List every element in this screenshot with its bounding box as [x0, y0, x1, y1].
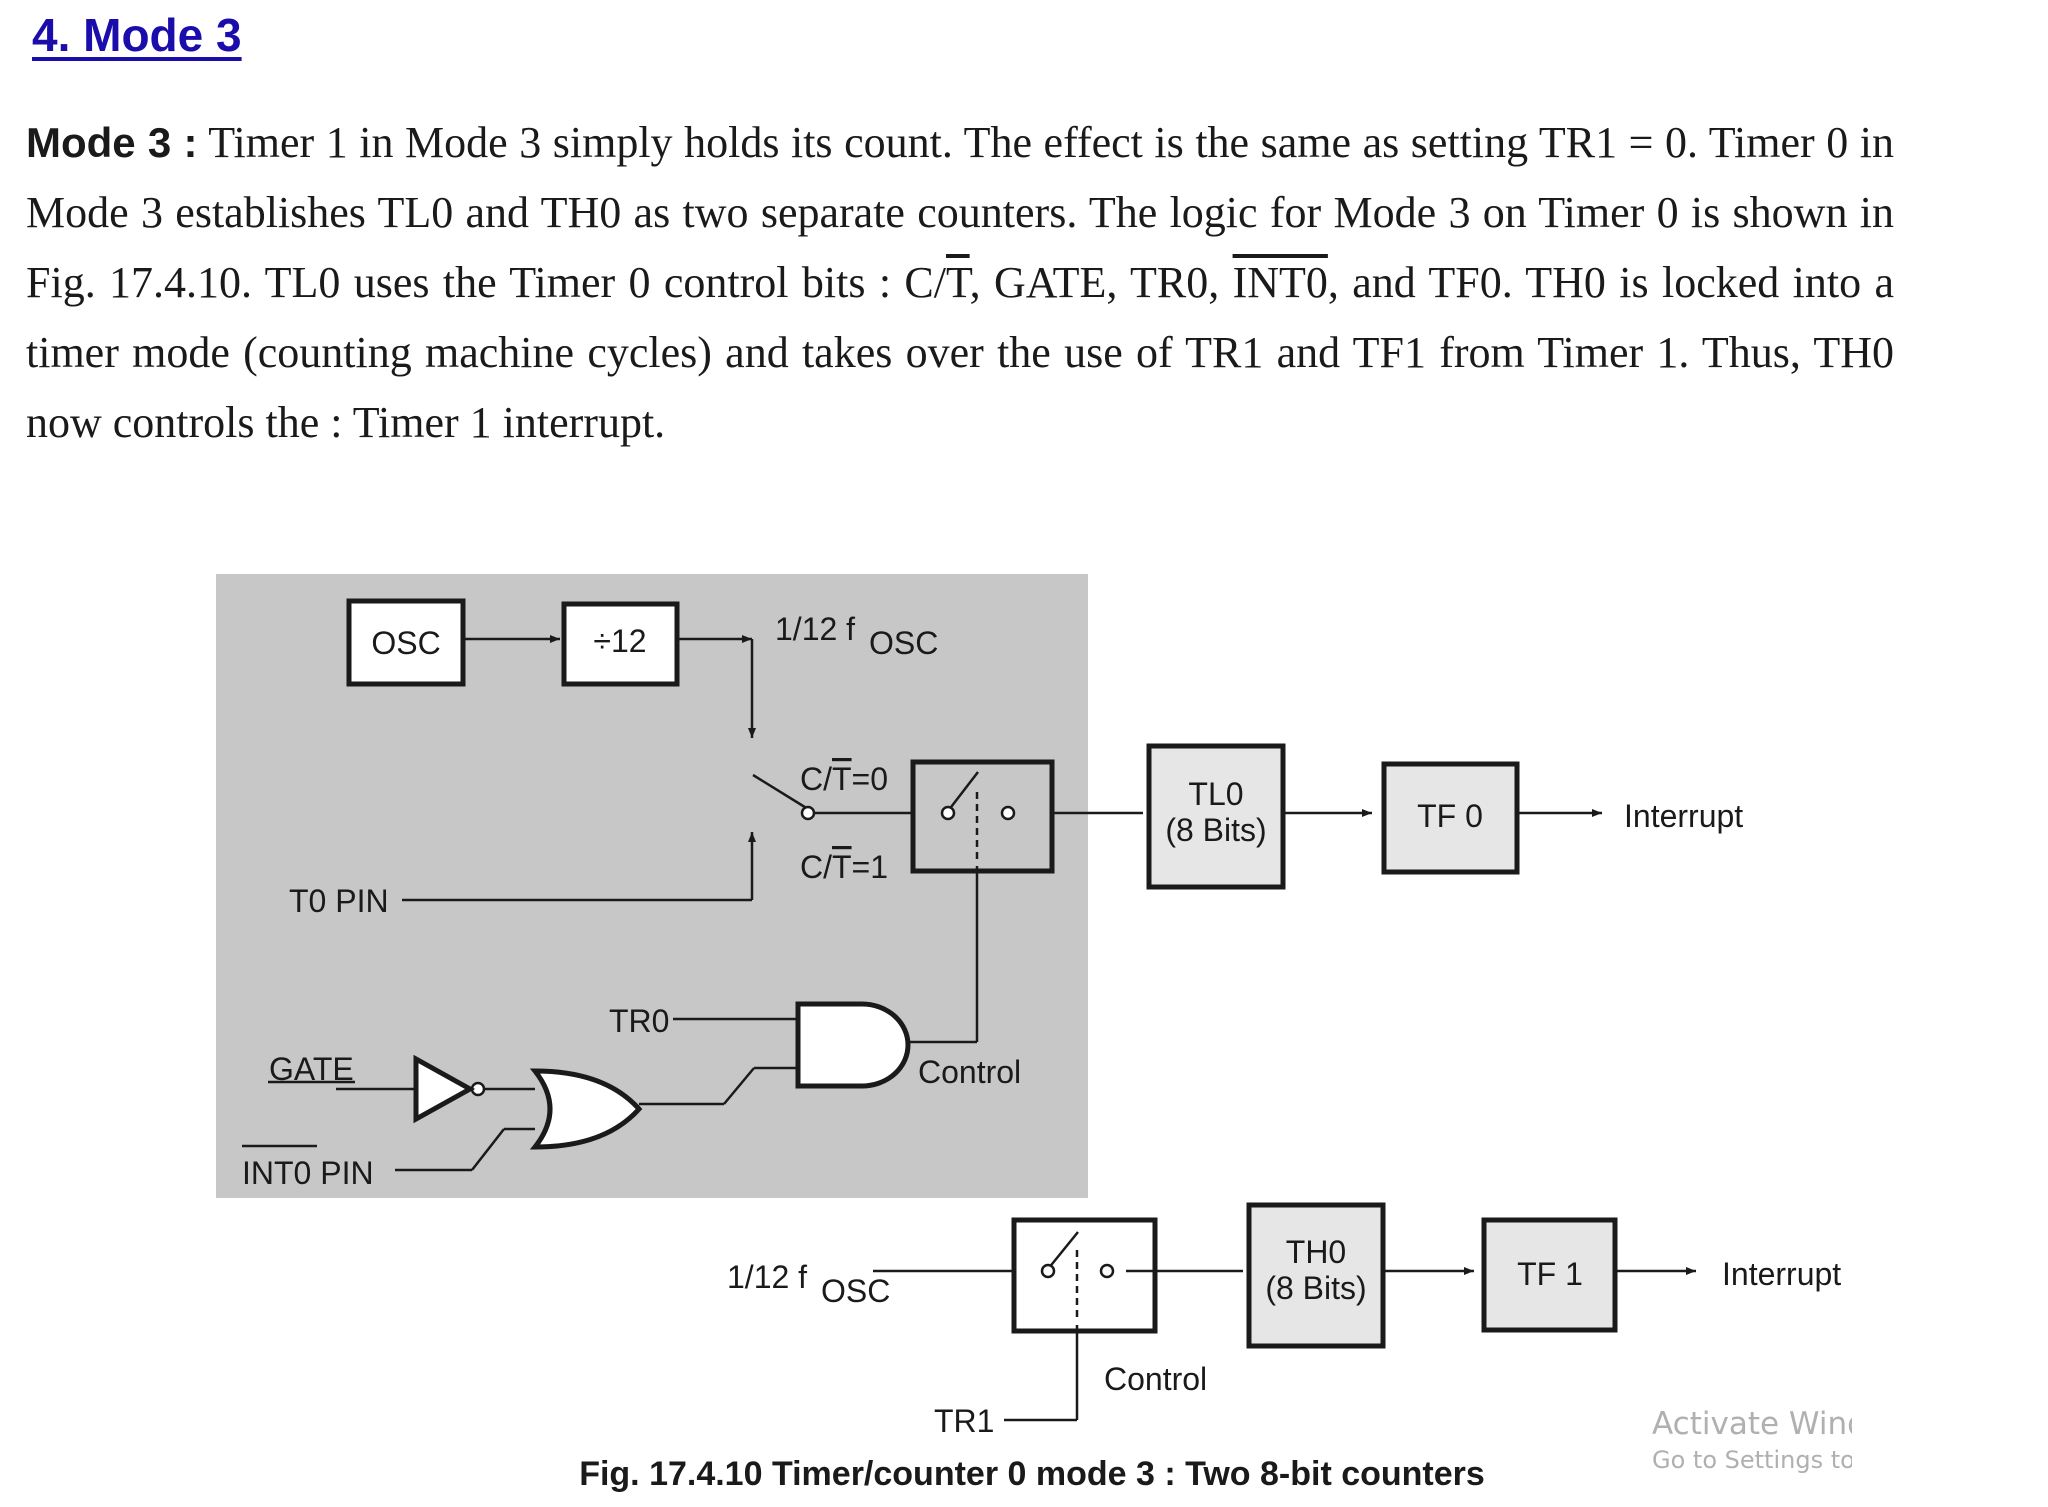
osc-label: OSC — [371, 625, 440, 661]
div12-label: ÷12 — [593, 623, 646, 659]
control-top-label: Control — [918, 1054, 1021, 1090]
gate-label: GATE — [269, 1051, 354, 1087]
not-gate — [413, 1054, 476, 1124]
osc-box — [346, 598, 466, 687]
freq-bot-sub: OSC — [821, 1273, 890, 1309]
th0-label: TH0 — [1286, 1234, 1346, 1270]
ct1-label: C/T=1 — [800, 849, 888, 885]
section-heading: 4. Mode 3 — [32, 9, 242, 61]
para-t-bar: T — [946, 258, 970, 307]
int0-pin-label: INT0 PIN — [242, 1155, 374, 1191]
watermark-line1: Activate Windows — [1652, 1406, 1852, 1442]
control-switch-box — [910, 759, 1055, 874]
or-gate — [529, 1068, 643, 1150]
th0-bits-label: (8 Bits) — [1265, 1270, 1366, 1306]
th0-box — [1246, 1202, 1386, 1349]
tl0-label: TL0 — [1188, 776, 1243, 812]
watermark-line2: Go to Settings to activate Windows. — [1652, 1446, 1852, 1474]
and-gate — [795, 1001, 911, 1089]
interrupt-bot-label: Interrupt — [1722, 1256, 1841, 1292]
tf1-label: TF 1 — [1517, 1256, 1583, 1292]
divide-by-12-box — [561, 601, 680, 687]
freq-bot-label: 1/12 f — [727, 1259, 807, 1295]
para-text-1: Timer 1 in Mode 3 simply holds its count… — [26, 118, 1894, 307]
figure-caption: Fig. 17.4.10 Timer/counter 0 mode 3 : Tw… — [579, 1455, 1485, 1493]
interrupt-top-label: Interrupt — [1624, 798, 1743, 834]
freq-top-sub: OSC — [869, 625, 938, 661]
para-int0-bar: INT0 — [1232, 258, 1328, 307]
tr1-label: TR1 — [934, 1403, 994, 1439]
ct0-label: C/T=0 — [800, 761, 888, 797]
tl0-box — [1146, 743, 1286, 890]
tf0-box — [1381, 761, 1520, 875]
freq-top-label: 1/12 f — [775, 611, 855, 647]
t0-pin-label: T0 PIN — [289, 883, 389, 919]
tr0-label: TR0 — [609, 1003, 669, 1039]
lead-term: Mode 3 : — [26, 119, 198, 166]
activation-watermark: Activate Windows Go to Settings to activ… — [1652, 1406, 1852, 1474]
tr1-switch-box — [1011, 1217, 1158, 1334]
tf1-box — [1481, 1217, 1618, 1333]
tf0-label: TF 0 — [1417, 798, 1483, 834]
control-bot-label: Control — [1104, 1361, 1207, 1397]
mode3-description: Mode 3 : Timer 1 in Mode 3 simply holds … — [26, 108, 1894, 458]
tl0-bits-label: (8 Bits) — [1165, 812, 1266, 848]
para-text-2: , GATE, TR0, — [969, 258, 1233, 307]
para-text-3: , and TF0. TH0 is locked into a timer mo… — [26, 258, 1894, 447]
